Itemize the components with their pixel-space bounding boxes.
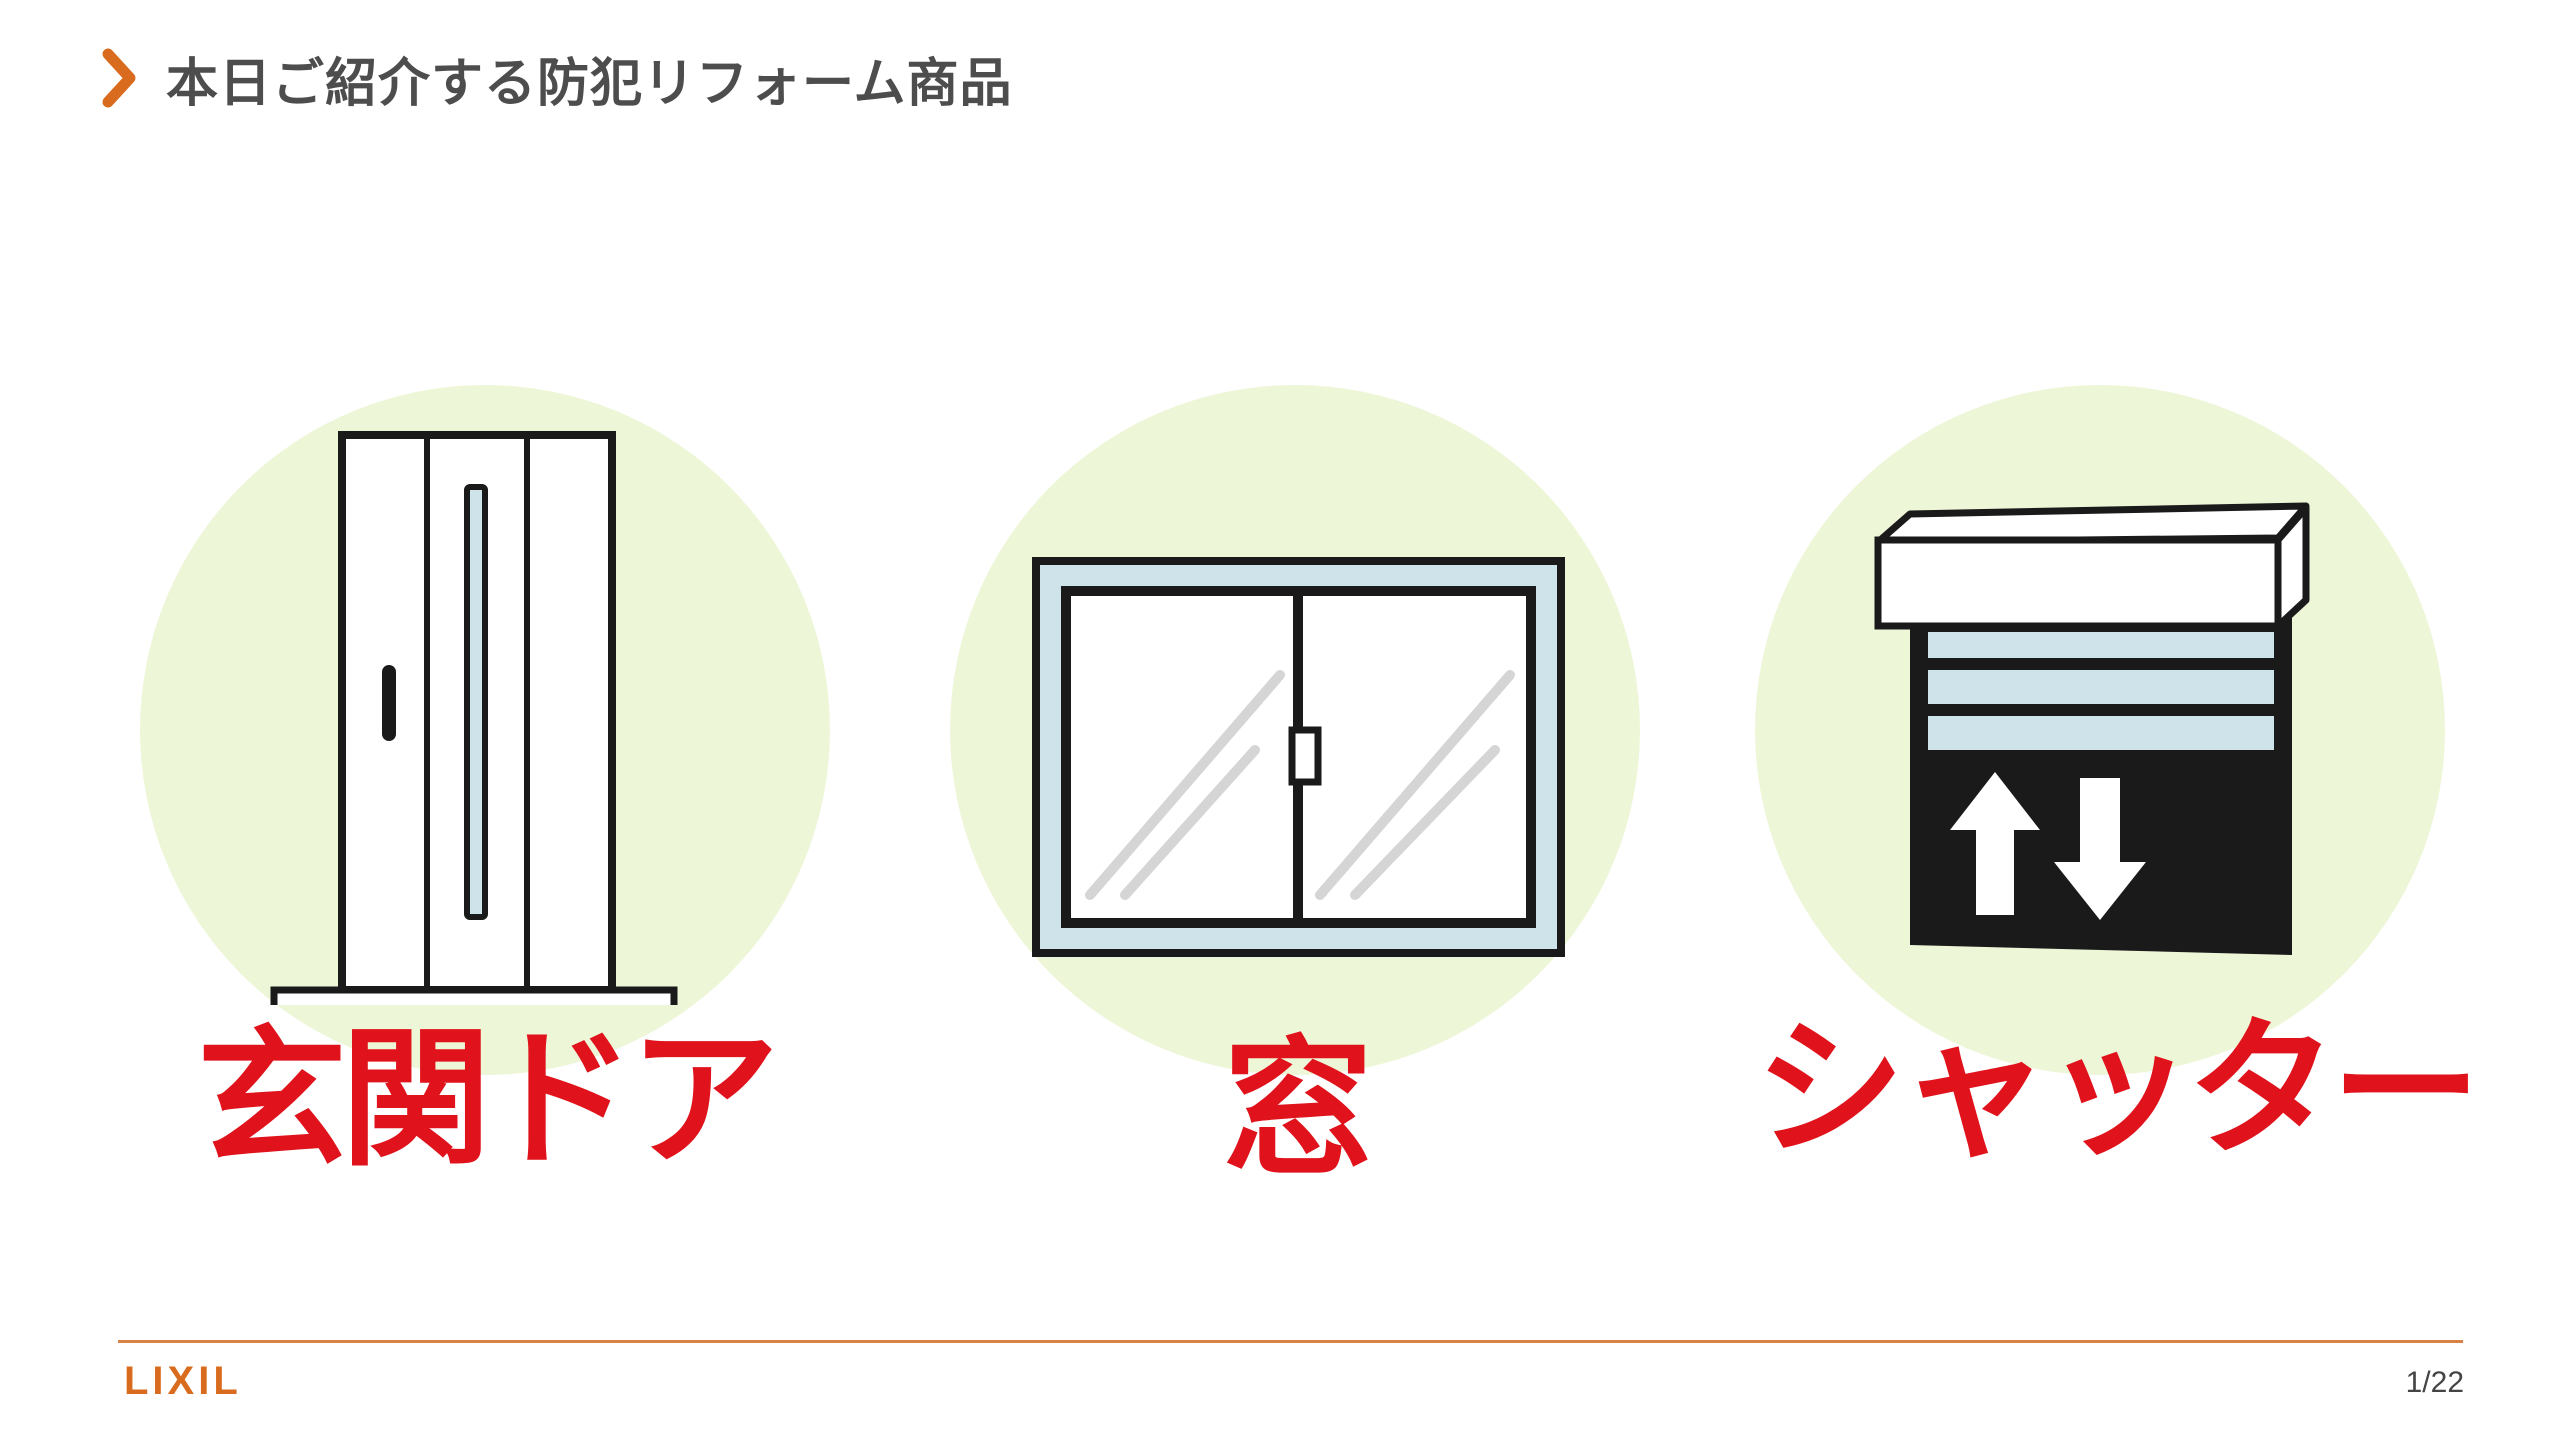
footer-divider <box>118 1340 2463 1343</box>
slide-header: 本日ご紹介する防犯リフォーム商品 <box>100 38 1012 118</box>
shutter-icon <box>1874 502 2310 955</box>
svg-text:LIXIL: LIXIL <box>124 1359 242 1403</box>
page-title: 本日ご紹介する防犯リフォーム商品 <box>166 53 1013 114</box>
door-icon <box>270 431 678 1005</box>
product-label: 窓 <box>1222 1023 1373 1197</box>
product-door: 玄関ドア <box>140 385 840 1175</box>
product-label: 玄関ドア <box>196 1013 779 1187</box>
page-number: 1/22 <box>2405 1366 2464 1399</box>
lixil-logo: LIXIL <box>124 1359 242 1403</box>
product-shutter: シャッター <box>1755 385 2481 1177</box>
window-icon <box>1032 557 1565 957</box>
chevron-right-icon <box>102 48 136 108</box>
product-label: シャッター <box>1755 1003 2481 1177</box>
product-window: 窓 <box>950 385 1650 1185</box>
